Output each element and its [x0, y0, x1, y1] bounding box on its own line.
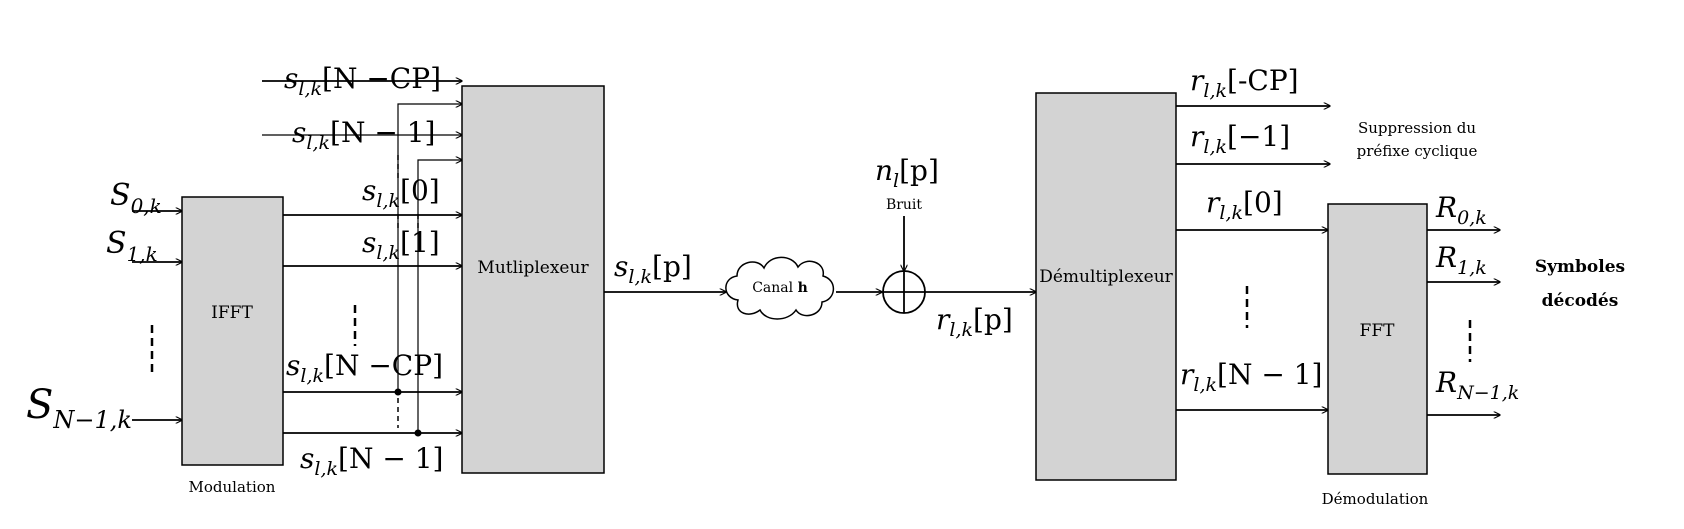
demultiplexer-label: Démultiplexeur — [1039, 267, 1173, 287]
channel-cloud — [725, 256, 835, 320]
label-r-m1: rl,k[−1] — [1190, 120, 1290, 158]
label-S0: S0,k — [110, 178, 162, 218]
modulation-caption: Modulation — [189, 478, 276, 496]
label-s-top-cp: sl,k[N −CP] — [284, 62, 441, 100]
label-tx-signal: sl,k[p] — [614, 250, 692, 288]
junction-dot-a — [394, 388, 402, 396]
label-RN: RN−1,k — [1435, 366, 1519, 404]
label-r0: rl,k[0] — [1206, 186, 1283, 224]
label-S1: S1,k — [106, 226, 158, 266]
label-s0: sl,k[0] — [362, 174, 440, 212]
fft-label: FFT — [1360, 321, 1396, 341]
label-noise-signal: nl[p] — [875, 154, 939, 192]
ifft-label: IFFT — [211, 303, 253, 323]
noise-caption: Bruit — [886, 197, 922, 213]
label-rN1: rl,k[N − 1] — [1180, 358, 1322, 396]
label-s-bot-cp: sl,k[N −CP] — [286, 349, 443, 387]
fft-block — [1327, 203, 1428, 475]
junction-dot-b — [414, 429, 422, 437]
label-rx-signal: rl,k[p] — [936, 303, 1013, 341]
label-R0: R0,k — [1435, 191, 1487, 229]
label-s-bot-n1: sl,k[N − 1] — [300, 442, 443, 480]
label-R1: R1,k — [1435, 241, 1487, 279]
cp-removal-caption-line1: Suppression du — [1358, 119, 1476, 137]
demodulation-caption: Démodulation — [1322, 490, 1429, 508]
cp-branch-b — [417, 160, 462, 433]
label-r-cp: rl,k[-CP] — [1190, 64, 1299, 102]
decoded-caption-line1: Symboles — [1535, 257, 1625, 277]
cp-removal-caption-line2: préfixe cyclique — [1357, 142, 1478, 160]
decoded-caption-line2: décodés — [1542, 291, 1619, 311]
channel-label: Canal h — [752, 280, 808, 296]
ifft-block — [181, 196, 284, 466]
demultiplexer-block — [1035, 92, 1177, 481]
label-SN: SN−1,k — [26, 382, 132, 434]
multiplexer-label: Mutliplexeur — [477, 258, 589, 278]
multiplexer-block — [461, 85, 605, 474]
cp-branch-a — [397, 104, 462, 392]
label-s1: sl,k[1] — [362, 226, 440, 264]
label-s-top-n1: sl,k[N − 1] — [292, 116, 435, 154]
